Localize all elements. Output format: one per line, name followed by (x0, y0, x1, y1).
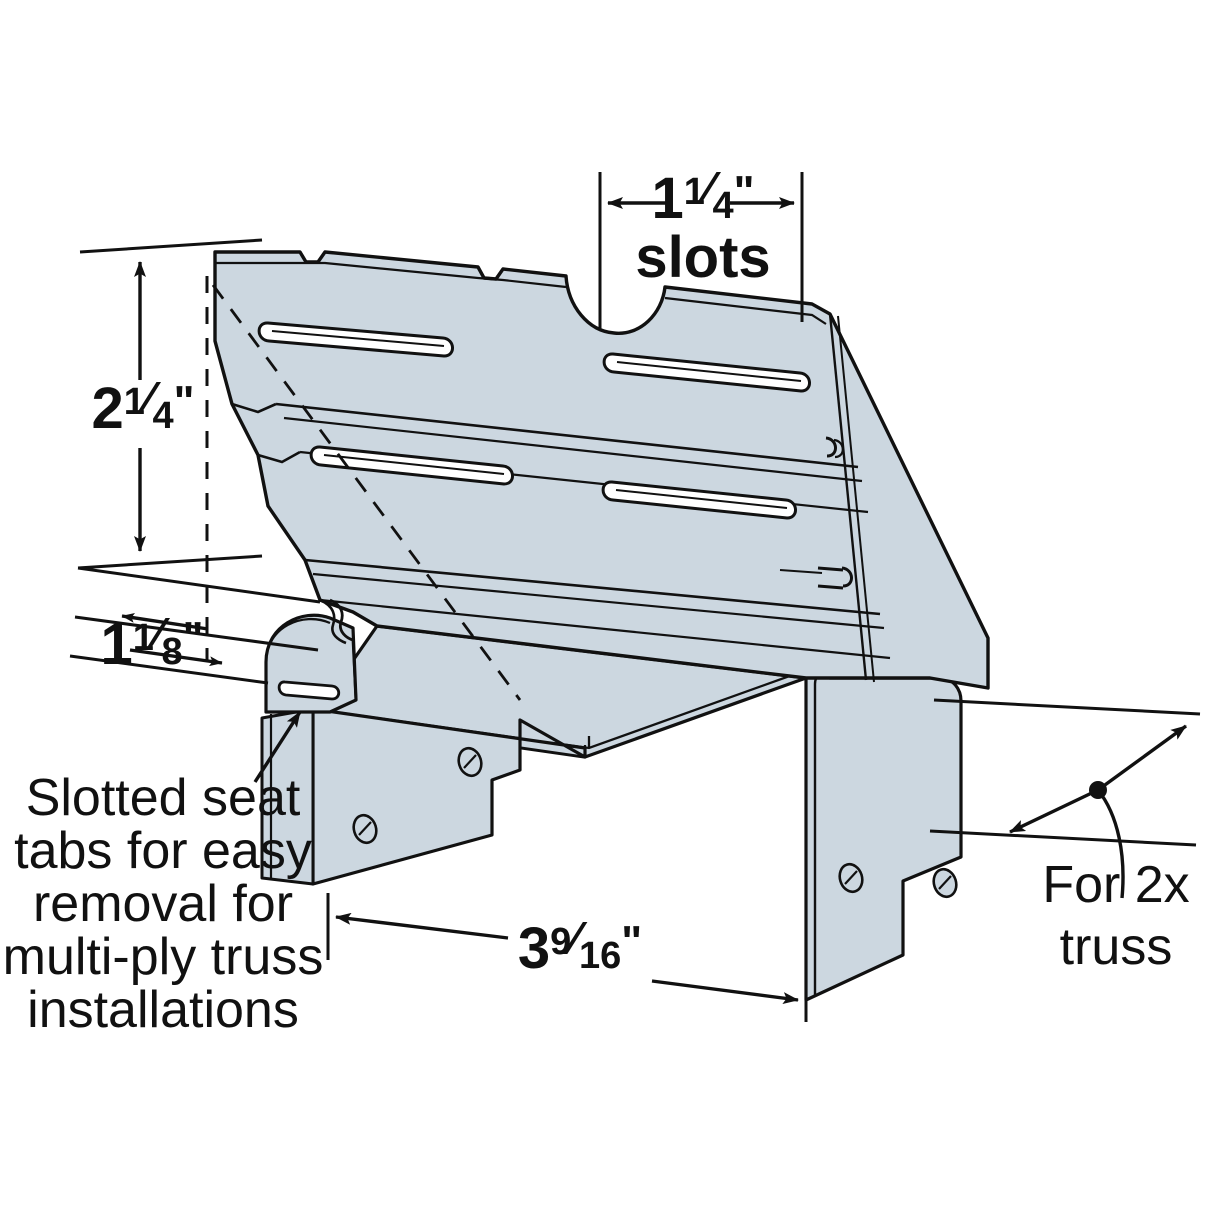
nail-hole (457, 746, 483, 778)
dimension-height (77, 238, 263, 660)
dimension-slot-width-line2: slots (635, 225, 770, 290)
slot (309, 445, 514, 486)
callout-seat-tabs-line-2: tabs for easy (14, 822, 312, 880)
callout-seat-tabs: Slotted seat tabs for easy removal for m… (3, 769, 324, 1039)
nail-hole (352, 813, 378, 845)
svg-text:21⁄4": 21⁄4" (91, 372, 194, 441)
svg-text:39⁄16": 39⁄16" (518, 912, 642, 981)
bracket-part (211, 250, 990, 1002)
hidden-line (211, 284, 522, 701)
dimension-depth (69, 566, 321, 685)
dimension-width-label: 39⁄16" (518, 912, 642, 981)
dimension-slot-width-label: 11⁄4" slots (635, 162, 770, 290)
top-notch (298, 251, 327, 264)
callout-seat-tabs-line-1: Slotted seat (26, 769, 301, 827)
dimension-slot-width (598, 172, 804, 330)
dimension-truss-width (929, 698, 1201, 899)
slotted-seat-tab (264, 598, 358, 714)
callout-truss: For 2x truss (1042, 856, 1189, 976)
back-plate (211, 250, 990, 701)
dimension-height-label: 21⁄4" (91, 372, 194, 441)
callout-truss-line-2: truss (1060, 918, 1173, 976)
slot (602, 352, 811, 393)
nail-hole (838, 862, 864, 894)
nail-hole (932, 867, 958, 899)
slot (257, 321, 454, 358)
dimension-depth-label: 11⁄8" (100, 608, 203, 677)
slot (601, 480, 797, 520)
tab-slot (277, 680, 341, 701)
callout-truss-line-1: For 2x (1042, 856, 1189, 914)
svg-text:11⁄4": 11⁄4" (651, 162, 754, 231)
top-notch (476, 266, 505, 281)
svg-text:11⁄8": 11⁄8" (100, 608, 203, 677)
callout-seat-tabs-line-5: installations (27, 981, 299, 1039)
callout-seat-tabs-line-3: removal for (33, 875, 293, 933)
leader-curve (1096, 788, 1125, 899)
right-flange (804, 666, 963, 1002)
leader-seat-tabs (253, 711, 302, 783)
callout-seat-tabs-line-4: multi-ply truss (3, 928, 324, 986)
dimension-width (326, 893, 808, 1022)
